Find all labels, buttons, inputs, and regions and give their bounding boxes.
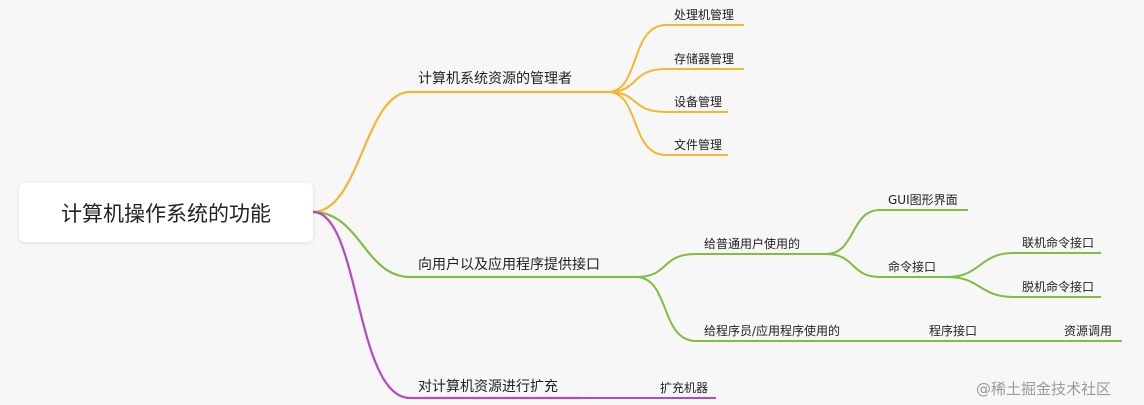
node-for-users[interactable]: 给普通用户使用的 xyxy=(704,237,801,251)
branch-expansion[interactable]: 对计算机资源进行扩充 xyxy=(418,379,558,395)
node-expand-machine[interactable]: 扩充机器 xyxy=(660,381,709,395)
node-program-interface[interactable]: 程序接口 xyxy=(929,324,978,338)
link-branch1-child4 xyxy=(607,91,667,156)
node-command-interface[interactable]: 命令接口 xyxy=(888,260,937,274)
node-offline-command[interactable]: 脱机命令接口 xyxy=(1022,280,1095,294)
node-online-command[interactable]: 联机命令接口 xyxy=(1022,236,1095,250)
link-root-branch3 xyxy=(312,210,411,400)
link-branch1-child3 xyxy=(607,91,667,113)
link-root-branch1 xyxy=(312,90,411,214)
link-root-branch2 xyxy=(312,210,411,279)
node-file-management[interactable]: 文件管理 xyxy=(674,138,723,152)
branch-resource-manager[interactable]: 计算机系统资源的管理者 xyxy=(418,71,572,87)
node-device-management[interactable]: 设备管理 xyxy=(674,95,723,109)
branch-interface[interactable]: 向用户以及应用程序提供接口 xyxy=(418,257,600,273)
watermark: @稀土掘金技术社区 xyxy=(976,380,1112,398)
link-user-cmd xyxy=(825,253,881,278)
node-gui[interactable]: GUI图形界面 xyxy=(888,193,958,207)
link-branch1-child2 xyxy=(607,68,667,93)
link-cmd-online xyxy=(947,252,1014,278)
link-branch2-user xyxy=(635,253,697,278)
node-processor-management[interactable]: 处理机管理 xyxy=(674,8,735,22)
link-user-gui xyxy=(825,209,881,255)
root-node[interactable]: 计算机操作系统的功能 xyxy=(19,183,313,242)
node-memory-management[interactable]: 存储器管理 xyxy=(674,52,735,66)
link-branch2-program xyxy=(635,276,697,342)
node-resource-call[interactable]: 资源调用 xyxy=(1064,324,1113,338)
link-cmd-offline xyxy=(947,276,1014,298)
link-branch1-child1 xyxy=(607,24,667,93)
node-for-programs[interactable]: 给程序员/应用程序使用的 xyxy=(704,324,841,338)
